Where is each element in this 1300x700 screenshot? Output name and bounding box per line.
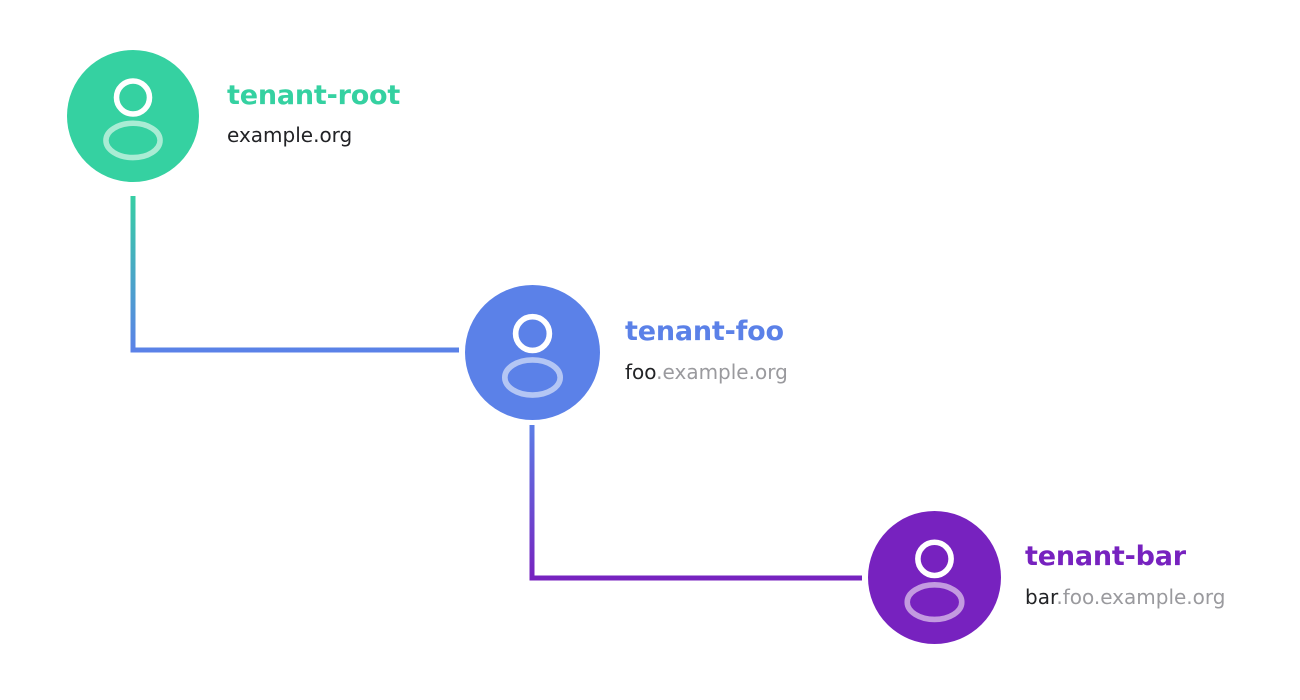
node-title: tenant-bar [1025,541,1186,573]
node-subtitle-parent: .example.org [656,359,788,384]
node-text-block: tenant-foo foo.example.org [625,317,788,388]
tenant-node-root[interactable]: tenant-root example.org [67,50,400,182]
tenant-node-foo[interactable]: tenant-foo foo.example.org [465,285,788,420]
tenant-node-bar[interactable]: tenant-bar bar.foo.example.org [868,511,1225,644]
person-avatar-icon [67,50,199,182]
node-text-block: tenant-root example.org [227,79,401,152]
avatar[interactable] [67,50,199,182]
node-subtitle-own: foo [625,359,657,384]
node-subtitle-parent: .foo.example.org [1056,584,1226,609]
node-text-block: tenant-bar bar.foo.example.org [1025,542,1225,613]
node-subtitle-own: bar [1025,584,1057,609]
avatar[interactable] [868,511,1001,644]
person-avatar-icon [868,511,1001,644]
node-subtitle: example.org [227,124,400,147]
edge-root-to-foo [130,196,459,353]
node-subtitle-own: example.org [227,123,353,148]
edge-foo-to-bar [529,425,862,581]
person-avatar-icon [465,285,600,420]
avatar[interactable] [465,285,600,420]
node-title: tenant-foo [625,316,784,348]
node-subtitle: bar.foo.example.org [1025,584,1226,609]
node-subtitle: foo.example.org [625,359,788,384]
node-title: tenant-root [227,79,401,111]
